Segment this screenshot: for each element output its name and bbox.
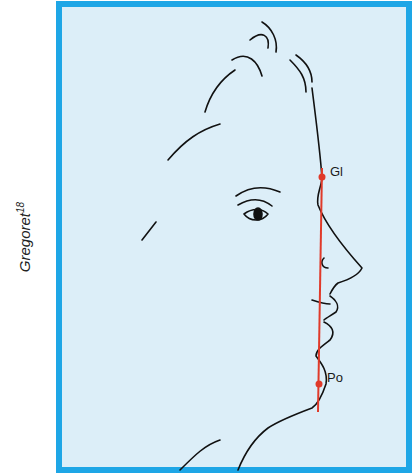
point-label: Gl bbox=[330, 164, 343, 179]
frame bbox=[59, 4, 409, 470]
pogonion-point bbox=[316, 381, 323, 388]
credit-name: Gregoret bbox=[16, 213, 33, 272]
point-label: Po bbox=[327, 370, 343, 385]
reference-number: 18 bbox=[15, 202, 26, 213]
glabella-point bbox=[319, 174, 326, 181]
reference-line bbox=[318, 168, 322, 412]
face-profile bbox=[142, 22, 362, 470]
source-credit: Gregoret18 bbox=[15, 202, 33, 272]
